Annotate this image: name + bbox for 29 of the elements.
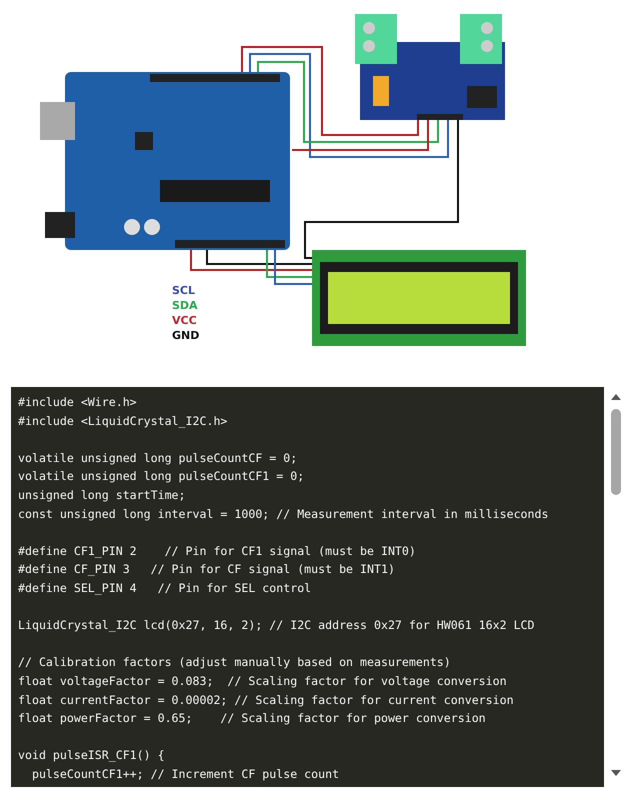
wire bbox=[190, 250, 312, 271]
code-line: #define CF_PIN 3 // Pin for CF signal (must be INT1) bbox=[18, 561, 395, 578]
code-line: pulseCountCF1++; // Increment CF pulse count bbox=[30, 766, 340, 782]
code-line: // Calibration factors (adjust manually based on measurements) bbox=[18, 654, 451, 670]
code-line: #define SEL_PIN 4 // Pin for SEL control bbox=[18, 580, 312, 596]
legend-label: GND bbox=[172, 329, 200, 343]
legend-label: SDA bbox=[172, 299, 198, 313]
code-line: #define CF1_PIN 2 // Pin for CF1 signal (must be INT0) bbox=[18, 542, 416, 559]
wire bbox=[206, 250, 312, 265]
code-line: volatile unsigned long pulseCountCF = 0; bbox=[18, 450, 298, 466]
wire bbox=[249, 53, 449, 158]
code-line: volatile unsigned long pulseCountCF1 = 0; bbox=[18, 468, 304, 484]
code-line: unsigned long startTime; bbox=[18, 487, 186, 503]
code-line: void pulseISR_CF1() { bbox=[18, 747, 165, 764]
legend-label: VCC bbox=[172, 314, 197, 328]
code-line: float powerFactor = 0.65; // Scaling factor for power conversion bbox=[18, 710, 486, 726]
code-line: LiquidCrystal_I2C lcd(0x27, 16, 2); // I2C address 0x27 for HW061 16x2 LCD bbox=[18, 617, 535, 634]
wire bbox=[266, 250, 312, 278]
code-line: #include <LiquidCrystal_I2C.h> bbox=[18, 412, 228, 429]
code-line: const unsigned long interval = 1000; // Measurement interval in milliseconds bbox=[18, 506, 548, 522]
wire bbox=[292, 120, 429, 151]
wire bbox=[304, 120, 459, 259]
wire bbox=[257, 61, 439, 143]
wire bbox=[274, 250, 312, 285]
code-line: float voltageFactor = 0.083; // Scaling factor for voltage conversion bbox=[18, 673, 507, 689]
legend-label: SCL bbox=[172, 284, 196, 298]
code-line: #include <Wire.h> bbox=[18, 394, 137, 410]
wire bbox=[241, 46, 419, 136]
code-line: float currentFactor = 0.00002; // Scaling factor for current conversion bbox=[18, 692, 514, 708]
